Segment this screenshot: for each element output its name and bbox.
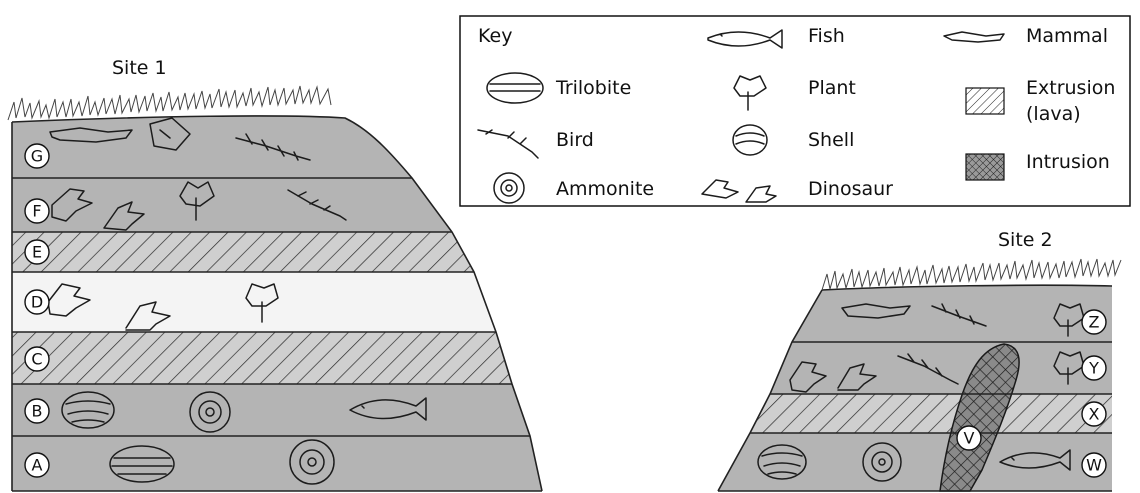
site-2-cliff: Site 2 Z Y X W V bbox=[718, 229, 1121, 491]
layer-e-extrusion bbox=[12, 232, 474, 272]
key-label-intrusion: Intrusion bbox=[1026, 151, 1110, 173]
svg-text:Y: Y bbox=[1088, 359, 1099, 378]
key-label-fish: Fish bbox=[808, 25, 845, 47]
key-label-ammonite: Ammonite bbox=[556, 178, 654, 200]
layer-label-f: F bbox=[25, 199, 49, 223]
key-label-shell: Shell bbox=[808, 129, 854, 151]
intrusion-swatch bbox=[966, 154, 1004, 180]
key-label-dinosaur: Dinosaur bbox=[808, 178, 893, 200]
grass bbox=[8, 86, 331, 120]
svg-text:Z: Z bbox=[1089, 313, 1100, 332]
svg-text:C: C bbox=[31, 350, 42, 369]
layer-label-y: Y bbox=[1082, 356, 1106, 380]
layer-c-extrusion bbox=[12, 332, 512, 384]
layer-label-c: C bbox=[25, 347, 49, 371]
key-label-trilobite: Trilobite bbox=[555, 77, 631, 99]
svg-text:V: V bbox=[964, 429, 975, 448]
layer-y bbox=[770, 342, 1112, 394]
layer-f bbox=[12, 178, 452, 232]
site-2-title: Site 2 bbox=[998, 229, 1053, 251]
layer-w bbox=[718, 433, 1112, 491]
svg-text:F: F bbox=[32, 202, 41, 221]
layer-g bbox=[12, 116, 412, 178]
svg-text:E: E bbox=[32, 243, 42, 262]
layer-label-a: A bbox=[25, 453, 49, 477]
intrusion-label-v: V bbox=[957, 426, 981, 450]
layer-label-d: D bbox=[25, 290, 49, 314]
key-label-extrusion: Extrusion bbox=[1026, 77, 1115, 99]
key-label-extrusion-lava: (lava) bbox=[1026, 103, 1081, 125]
key-title: Key bbox=[478, 25, 512, 47]
svg-text:B: B bbox=[32, 402, 43, 421]
layer-label-w: W bbox=[1082, 453, 1106, 477]
svg-text:G: G bbox=[31, 147, 43, 166]
key-label-mammal: Mammal bbox=[1026, 25, 1108, 47]
layer-label-x: X bbox=[1082, 402, 1106, 426]
layer-x-extrusion bbox=[750, 394, 1112, 433]
layer-label-b: B bbox=[25, 399, 49, 423]
svg-text:W: W bbox=[1086, 456, 1102, 475]
layer-label-z: Z bbox=[1082, 310, 1106, 334]
key-box: Key Trilobite Bird Ammonite Fish Plant S… bbox=[460, 16, 1130, 206]
key-label-plant: Plant bbox=[808, 77, 856, 99]
svg-text:X: X bbox=[1089, 405, 1100, 424]
layer-label-e: E bbox=[25, 240, 49, 264]
extrusion-swatch bbox=[966, 88, 1004, 114]
site-1-title: Site 1 bbox=[112, 57, 167, 79]
layer-a bbox=[12, 436, 542, 491]
layer-label-g: G bbox=[25, 144, 49, 168]
svg-text:A: A bbox=[32, 456, 43, 475]
key-label-bird: Bird bbox=[556, 129, 594, 151]
svg-text:D: D bbox=[31, 293, 43, 312]
layer-d bbox=[12, 272, 496, 332]
